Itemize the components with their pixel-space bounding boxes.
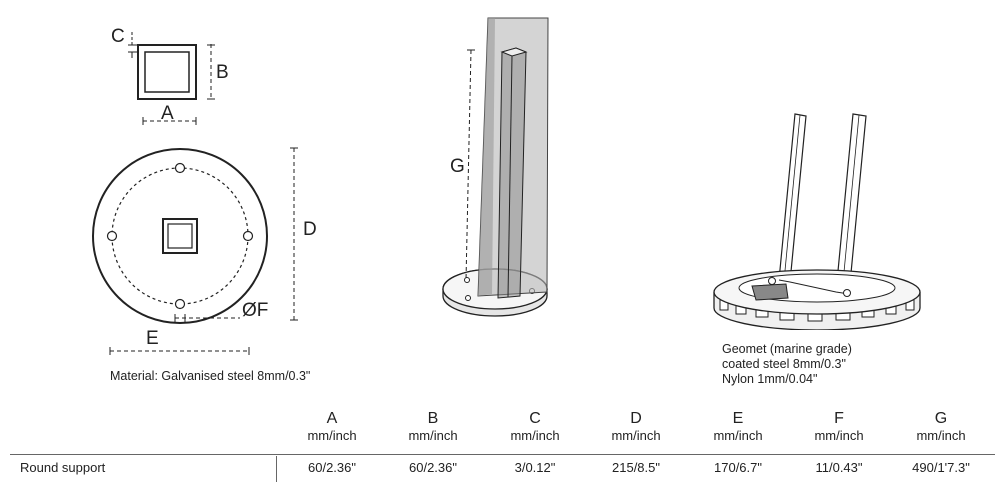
label-d: D xyxy=(303,219,317,240)
label-f: ØF xyxy=(242,300,268,321)
row-separator xyxy=(276,456,277,482)
material-note: Material: Galvanised steel 8mm/0.3" xyxy=(110,369,311,383)
geomet-note-line1: Geomet (marine grade) xyxy=(722,342,852,356)
geomet-base-diagram xyxy=(713,113,921,330)
geomet-note: Geomet (marine grade) coated steel 8mm/0… xyxy=(722,342,852,387)
cell-d: 215/8.5" xyxy=(612,460,660,475)
base-plate-plan xyxy=(92,147,298,355)
plan-view-diagram: C B A D ØF E xyxy=(92,26,317,355)
tube-section-detail xyxy=(128,32,215,125)
row-label-round-support: Round support xyxy=(20,460,106,475)
col-head-e: E mm/inch xyxy=(713,410,763,443)
label-c: C xyxy=(111,26,125,47)
col-head-b: B mm/inch xyxy=(408,410,458,443)
cell-b: 60/2.36" xyxy=(409,460,457,475)
cell-g: 490/1'7.3" xyxy=(912,460,970,475)
label-a: A xyxy=(161,103,174,124)
post-perspective-diagram: G xyxy=(442,17,549,317)
label-b: B xyxy=(216,62,229,83)
col-head-f: F mm/inch xyxy=(814,410,864,443)
cell-a: 60/2.36" xyxy=(308,460,356,475)
col-head-a: A mm/inch xyxy=(307,410,357,443)
label-g: G xyxy=(450,156,465,177)
table-rule xyxy=(10,454,995,455)
label-e: E xyxy=(146,328,159,349)
col-head-g: G mm/inch xyxy=(916,410,966,443)
cell-e: 170/6.7" xyxy=(714,460,762,475)
geomet-note-line3: Nylon 1mm/0.04" xyxy=(722,372,818,386)
cell-c: 3/0.12" xyxy=(514,460,556,475)
geomet-note-line2: coated steel 8mm/0.3" xyxy=(722,357,846,371)
cell-f: 11/0.43" xyxy=(815,460,863,475)
col-head-c: C mm/inch xyxy=(510,410,560,443)
col-head-d: D mm/inch xyxy=(611,410,661,443)
